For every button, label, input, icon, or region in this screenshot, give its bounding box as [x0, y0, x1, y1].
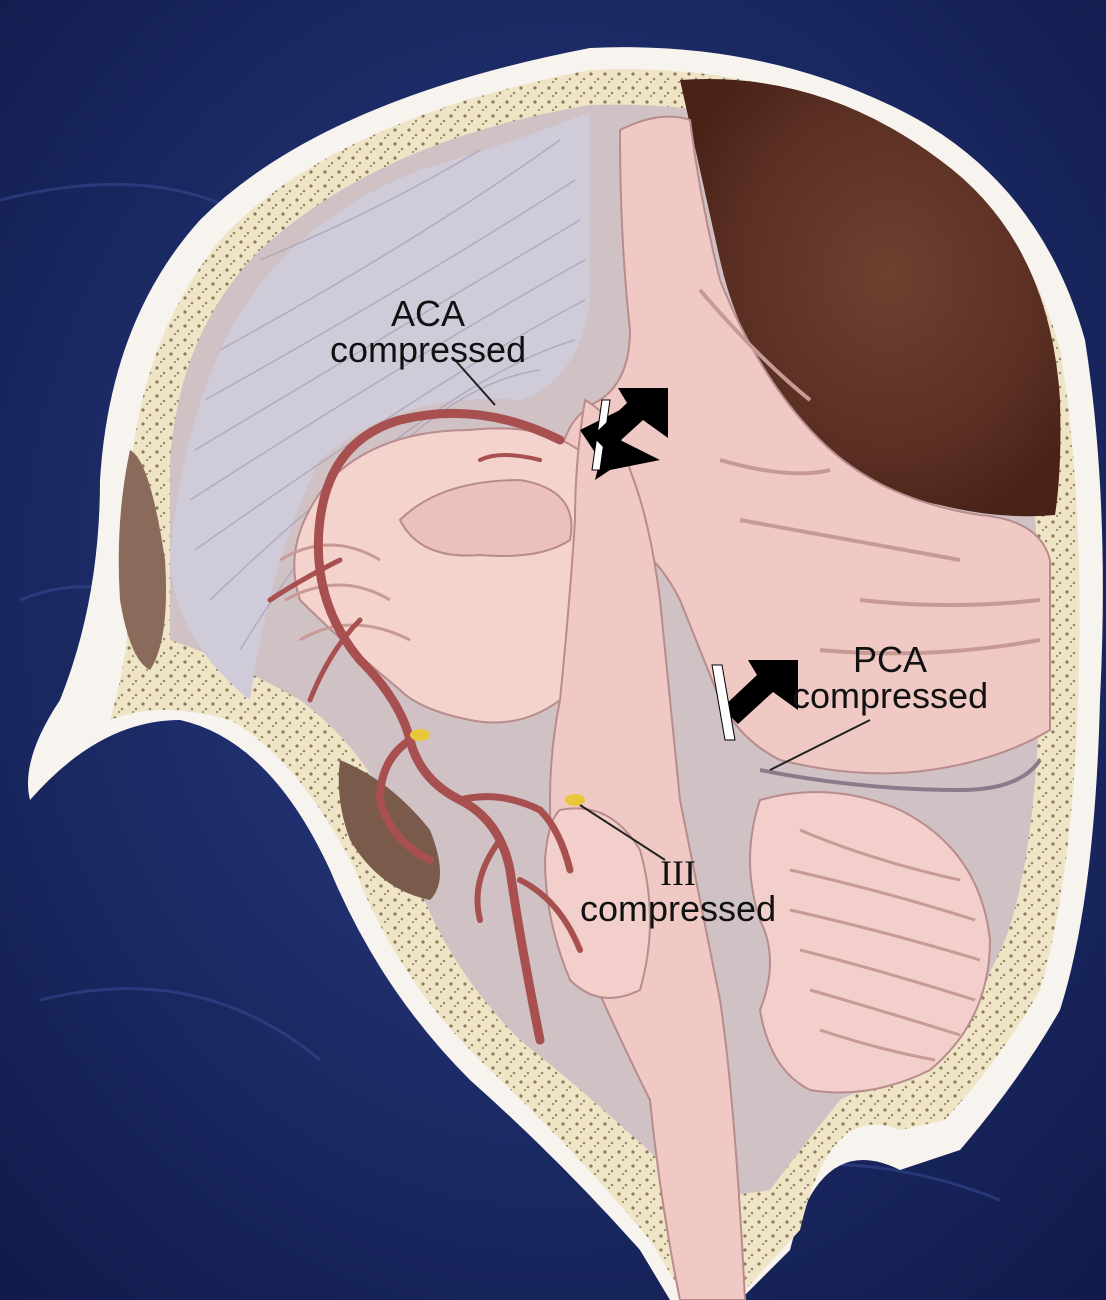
aca-label-line1: ACA [330, 296, 526, 332]
cn3-label: III compressed [580, 855, 776, 927]
cn3-nerve-contralateral [410, 729, 430, 741]
pca-label-line2: compressed [792, 678, 988, 714]
pca-label-line1: PCA [792, 642, 988, 678]
cn3-label-line1: III [580, 855, 776, 891]
cn3-label-line2: compressed [580, 891, 776, 927]
pca-label: PCA compressed [792, 642, 988, 714]
aca-label-line2: compressed [330, 332, 526, 368]
cn3-nerve [565, 794, 585, 806]
aca-label: ACA compressed [330, 296, 526, 368]
